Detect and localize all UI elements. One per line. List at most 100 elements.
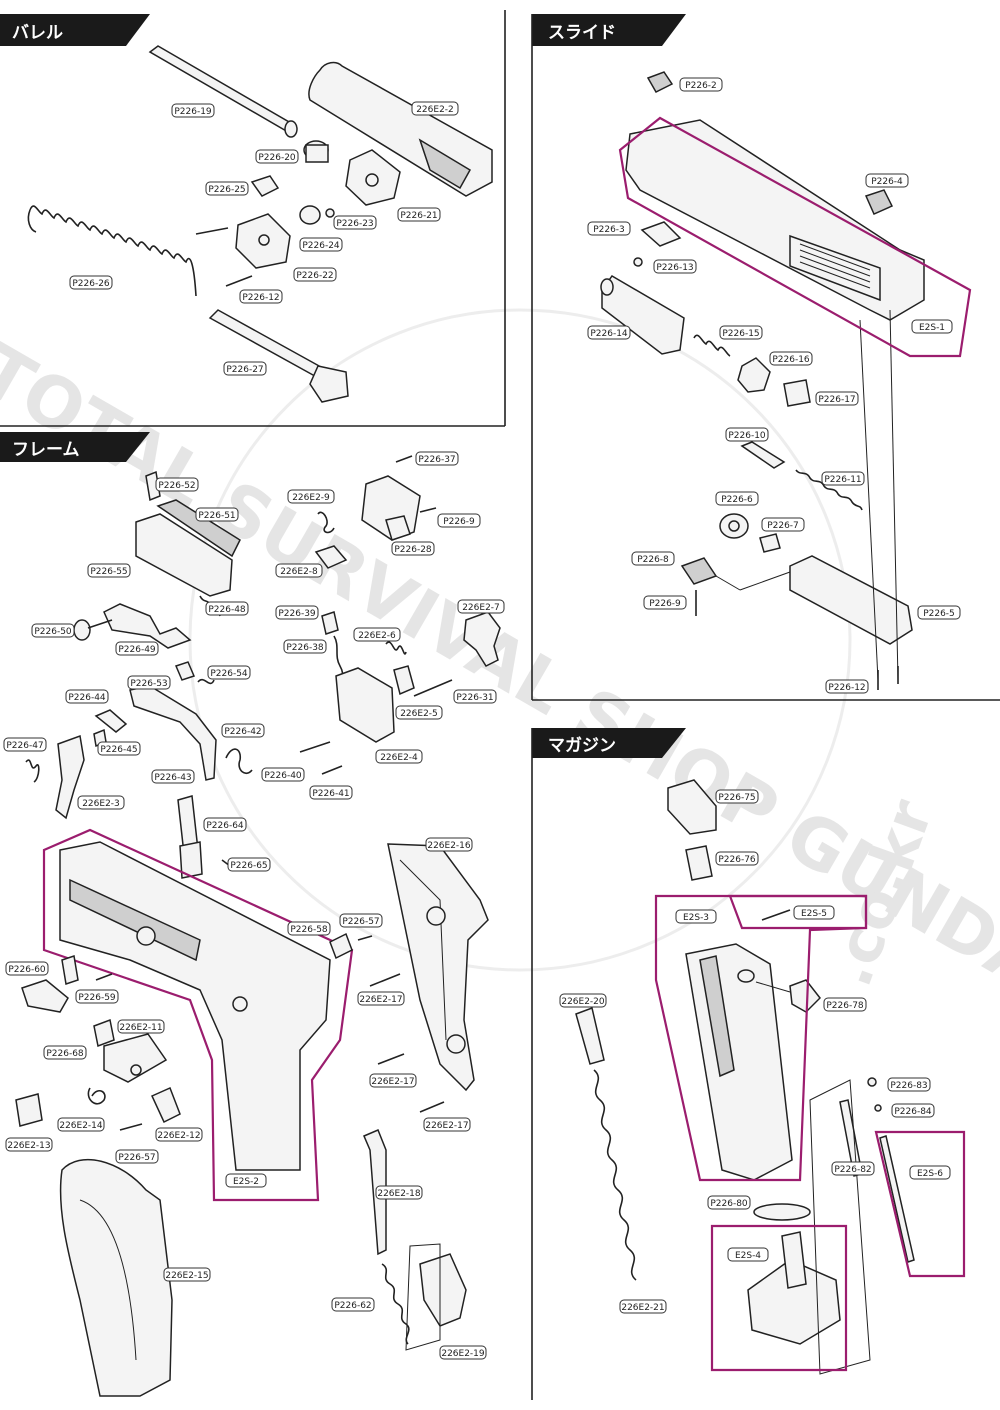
decocker-60 <box>21 979 69 1013</box>
label-p226-27: P226-27 <box>223 361 267 376</box>
spring-e2-9 <box>317 511 335 534</box>
label-p226-47: P226-47 <box>3 737 47 752</box>
label-p226-43: P226-43 <box>151 769 195 784</box>
svg-text:P226-84: P226-84 <box>894 1107 932 1117</box>
svg-text:P226-19: P226-19 <box>174 107 212 117</box>
svg-text:P226-25: P226-25 <box>208 185 245 195</box>
follower-75 <box>667 779 717 835</box>
label-226e2-4: 226E2-4 <box>375 749 423 764</box>
svg-text:P226-41: P226-41 <box>312 789 349 799</box>
follower-e2-20 <box>575 1006 605 1065</box>
svg-text:P226-24: P226-24 <box>302 241 340 251</box>
svg-text:P226-76: P226-76 <box>718 855 756 865</box>
rod-e2-18 <box>363 1129 387 1256</box>
spring-62 <box>381 1263 410 1345</box>
pin-60 <box>61 955 79 985</box>
label-p226-12: P226-12 <box>239 289 283 304</box>
svg-text:P226-53: P226-53 <box>130 679 167 689</box>
group-e2s-4-outline <box>710 1224 848 1372</box>
label-p226-16: P226-16 <box>769 351 813 366</box>
svg-text:P226-75: P226-75 <box>718 793 755 803</box>
svg-text:P226-62: P226-62 <box>334 1301 371 1311</box>
cylinder-plate <box>680 557 718 585</box>
label-p226-11: P226-11 <box>821 471 865 486</box>
label-p226-54: P226-54 <box>207 665 251 680</box>
svg-text:226E2-8: 226E2-8 <box>280 567 318 577</box>
svg-text:P226-23: P226-23 <box>336 219 373 229</box>
label-p226-80: P226-80 <box>707 1195 751 1210</box>
label-e2s-1: E2S-1 <box>911 319 953 334</box>
pin-e2-17c <box>419 1101 445 1113</box>
pin-50 <box>73 619 91 641</box>
trigger-bar <box>129 685 217 781</box>
label-p226-38: P226-38 <box>283 639 327 654</box>
label-226e2-20: 226E2-20 <box>559 993 607 1008</box>
label-p226-6: P226-6 <box>715 491 759 506</box>
oring-80 <box>753 1203 811 1221</box>
svg-text:E2S-4: E2S-4 <box>735 1251 761 1261</box>
svg-text:P226-68: P226-68 <box>46 1049 84 1059</box>
trigger-47 <box>55 734 85 820</box>
svg-text:E2S-5: E2S-5 <box>801 909 827 919</box>
label-p226-40: P226-40 <box>261 767 305 782</box>
block-e2-4 <box>335 667 395 743</box>
sear-49 <box>103 603 192 649</box>
front-sight <box>864 189 894 215</box>
label-226e2-16: 226E2-16 <box>425 837 473 852</box>
svg-text:P226-3: P226-3 <box>593 225 625 235</box>
spring-54 <box>197 678 215 685</box>
label-p226-51: P226-51 <box>195 507 239 522</box>
svg-text:P226-82: P226-82 <box>834 1165 871 1175</box>
label-p226-37: P226-37 <box>415 451 459 466</box>
svg-text:226E2-20: 226E2-20 <box>561 997 605 1007</box>
label-226e2-5: 226E2-5 <box>395 705 443 720</box>
svg-text:P226-58: P226-58 <box>290 925 328 935</box>
svg-text:P226-39: P226-39 <box>278 609 316 619</box>
svg-text:P226-64: P226-64 <box>206 821 244 831</box>
label-226e2-8: 226E2-8 <box>275 563 323 578</box>
label-p226-13: P226-13 <box>653 259 697 274</box>
svg-text:P226-43: P226-43 <box>154 773 191 783</box>
svg-text:P226-80: P226-80 <box>710 1199 748 1209</box>
svg-text:226E2-17: 226E2-17 <box>359 995 402 1005</box>
svg-text:P226-7: P226-7 <box>767 521 799 531</box>
svg-text:E2S-1: E2S-1 <box>919 323 945 333</box>
svg-text:P226-65: P226-65 <box>230 861 267 871</box>
svg-text:P226-37: P226-37 <box>418 455 455 465</box>
section-borders <box>0 10 1000 1400</box>
firing-pin-plate <box>640 221 682 247</box>
pin-31 <box>413 679 453 697</box>
oring-83 <box>867 1077 877 1087</box>
screw-57a <box>357 935 373 941</box>
screw-b <box>225 275 253 287</box>
blowback-pin <box>740 441 786 469</box>
spring-clip <box>250 175 280 197</box>
header-barrel-text: バレル <box>12 23 63 43</box>
group-e2s-5-outline <box>728 894 868 930</box>
svg-text:P226-28: P226-28 <box>394 545 432 555</box>
inner-barrel <box>148 45 298 133</box>
label-p226-22: P226-22 <box>293 267 337 282</box>
label-p226-26: P226-26 <box>69 275 113 290</box>
label-p226-19: P226-19 <box>171 103 215 118</box>
label-226e2-21: 226E2-21 <box>619 1299 667 1314</box>
svg-text:P226-45: P226-45 <box>100 745 137 755</box>
label-p226-52: P226-52 <box>155 477 199 492</box>
label-p226-3: P226-3 <box>587 221 631 236</box>
hop-rubber-body <box>305 144 329 163</box>
blowback-spring <box>795 469 863 511</box>
svg-text:P226-47: P226-47 <box>6 741 43 751</box>
cylinder <box>789 555 913 645</box>
label-p226-25: P226-25 <box>205 181 249 196</box>
svg-text:P226-59: P226-59 <box>78 993 116 1003</box>
label-p226-57-b: P226-57 <box>115 1149 159 1164</box>
label-226e2-11: 226E2-11 <box>117 1019 165 1034</box>
svg-text:P226-12: P226-12 <box>828 683 865 693</box>
label-p226-14: P226-14 <box>587 325 631 340</box>
svg-text:P226-44: P226-44 <box>68 693 106 703</box>
label-p226-10: P226-10 <box>725 427 769 442</box>
svg-text:P226-11: P226-11 <box>824 475 861 485</box>
svg-text:P226-17: P226-17 <box>818 395 855 405</box>
header-magazine-text: マガジン <box>548 736 616 756</box>
